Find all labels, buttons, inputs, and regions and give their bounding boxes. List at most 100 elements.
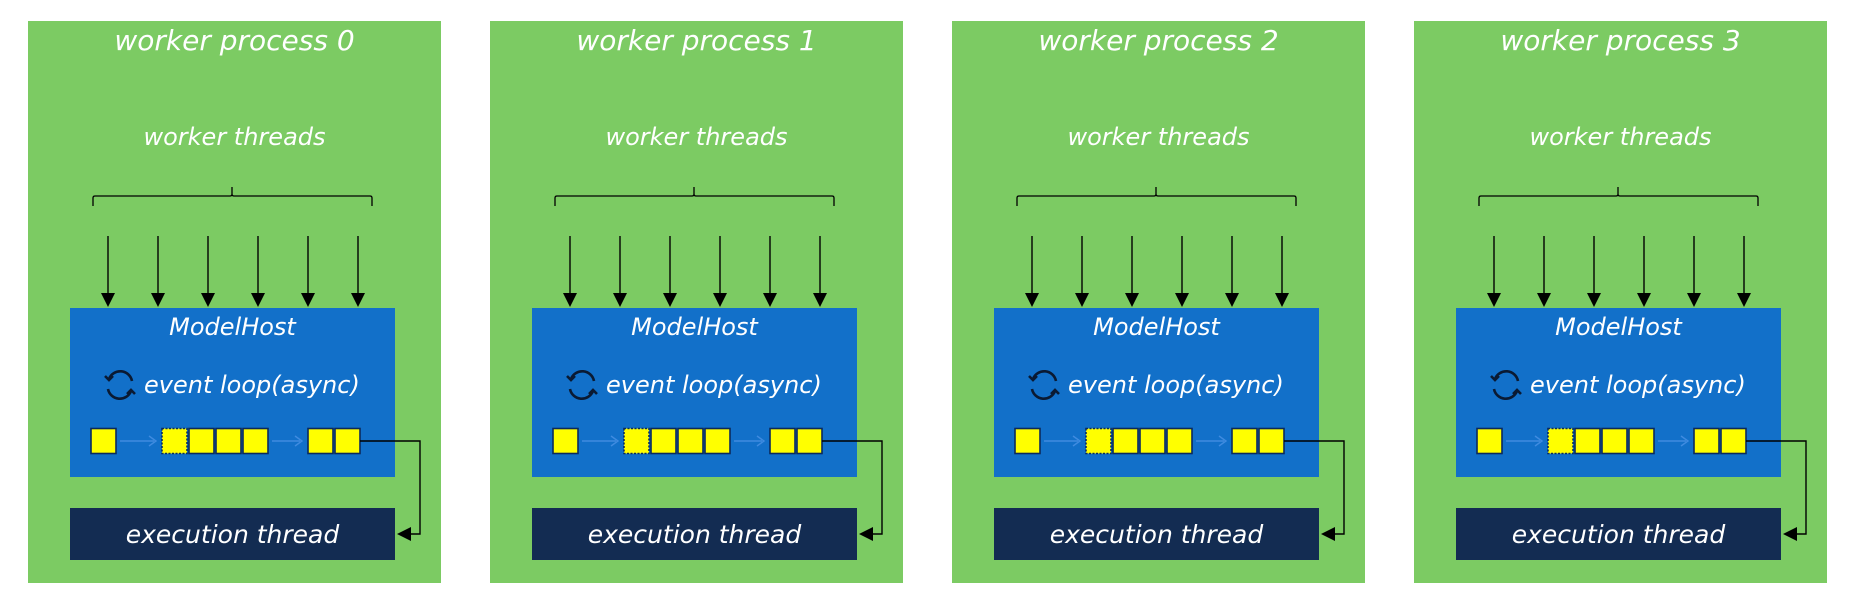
queue-task-box bbox=[1112, 427, 1139, 455]
task-queue bbox=[552, 427, 823, 455]
worker-thread-arrow bbox=[813, 236, 827, 307]
queue-task-box bbox=[161, 427, 188, 455]
worker-thread-arrows bbox=[1487, 236, 1751, 307]
queue-task-box bbox=[1693, 427, 1720, 455]
queue-task-box bbox=[1547, 427, 1574, 455]
worker-thread-arrow bbox=[1125, 236, 1139, 307]
worker-thread-arrow bbox=[1737, 236, 1751, 307]
queue-task-box bbox=[1258, 427, 1285, 455]
queue-task-box bbox=[1476, 427, 1503, 455]
worker-threads-brace bbox=[92, 187, 373, 206]
queue-task-box bbox=[1085, 427, 1112, 455]
worker-threads-brace bbox=[1478, 187, 1759, 206]
worker-thread-arrow bbox=[351, 236, 365, 307]
queue-flow-arrow bbox=[734, 435, 766, 447]
queue-task-box bbox=[704, 427, 731, 455]
worker-threads-label: worker threads bbox=[143, 123, 326, 151]
worker-threads-label: worker threads bbox=[1529, 123, 1712, 151]
worker-thread-arrows bbox=[101, 236, 365, 307]
worker-process-panel: worker process 2 worker threads ModelHos… bbox=[952, 21, 1365, 583]
worker-thread-arrow bbox=[301, 236, 315, 307]
queue-task-box bbox=[215, 427, 242, 455]
event-loop-label: event loop(async) bbox=[1530, 371, 1746, 399]
queue-task-box bbox=[1720, 427, 1747, 455]
worker-thread-arrow bbox=[1687, 236, 1701, 307]
queue-task-box bbox=[242, 427, 269, 455]
worker-thread-arrow bbox=[763, 236, 777, 307]
queue-flow-arrow bbox=[1658, 435, 1690, 447]
worker-thread-arrow bbox=[251, 236, 265, 307]
worker-thread-arrow bbox=[713, 236, 727, 307]
worker-thread-arrow bbox=[613, 236, 627, 307]
queue-flow-arrow bbox=[582, 435, 620, 447]
refresh-icon bbox=[1488, 367, 1524, 403]
worker-thread-arrow bbox=[1587, 236, 1601, 307]
queue-task-box bbox=[1574, 427, 1601, 455]
queue-task-box bbox=[1166, 427, 1193, 455]
event-loop-row: event loop(async) bbox=[102, 368, 360, 402]
worker-thread-arrow bbox=[663, 236, 677, 307]
worker-process-title: worker process 3 bbox=[1500, 24, 1741, 57]
worker-thread-arrow bbox=[201, 236, 215, 307]
modelhost-title: ModelHost bbox=[1093, 313, 1220, 341]
task-queue bbox=[1476, 427, 1747, 455]
worker-thread-arrow bbox=[151, 236, 165, 307]
modelhost-box: ModelHost event loop(async) bbox=[994, 308, 1319, 477]
execution-thread-label: execution thread bbox=[1511, 519, 1726, 549]
worker-thread-arrow bbox=[1075, 236, 1089, 307]
event-loop-label: event loop(async) bbox=[606, 371, 822, 399]
queue-task-box bbox=[552, 427, 579, 455]
event-loop-row: event loop(async) bbox=[564, 368, 822, 402]
queue-task-box bbox=[90, 427, 117, 455]
modelhost-box: ModelHost event loop(async) bbox=[532, 308, 857, 477]
task-queue bbox=[90, 427, 361, 455]
worker-process-title: worker process 2 bbox=[1038, 24, 1279, 57]
worker-thread-arrow bbox=[563, 236, 577, 307]
queue-task-box bbox=[1139, 427, 1166, 455]
queue-task-box bbox=[650, 427, 677, 455]
modelhost-title: ModelHost bbox=[1555, 313, 1682, 341]
worker-thread-arrow bbox=[1537, 236, 1551, 307]
execution-thread-box: execution thread bbox=[70, 508, 395, 560]
queue-flow-arrow bbox=[272, 435, 304, 447]
modelhost-box: ModelHost event loop(async) bbox=[1456, 308, 1781, 477]
refresh-icon bbox=[1026, 367, 1062, 403]
worker-process-panel: worker process 0 worker threads ModelHos… bbox=[28, 21, 441, 583]
refresh-icon bbox=[102, 367, 138, 403]
modelhost-title: ModelHost bbox=[169, 313, 296, 341]
queue-flow-arrow bbox=[120, 435, 158, 447]
worker-threads-brace bbox=[1016, 187, 1297, 206]
worker-thread-arrow bbox=[1225, 236, 1239, 307]
worker-thread-arrow bbox=[101, 236, 115, 307]
queue-task-box bbox=[188, 427, 215, 455]
queue-task-box bbox=[307, 427, 334, 455]
queue-task-box bbox=[1601, 427, 1628, 455]
queue-task-box bbox=[796, 427, 823, 455]
queue-flow-arrow bbox=[1506, 435, 1544, 447]
event-loop-row: event loop(async) bbox=[1488, 368, 1746, 402]
worker-thread-arrow bbox=[1175, 236, 1189, 307]
worker-process-panel: worker process 3 worker threads ModelHos… bbox=[1414, 21, 1827, 583]
worker-thread-arrow bbox=[1275, 236, 1289, 307]
worker-threads-brace bbox=[554, 187, 835, 206]
event-loop-row: event loop(async) bbox=[1026, 368, 1284, 402]
queue-flow-arrow bbox=[1196, 435, 1228, 447]
task-queue bbox=[1014, 427, 1285, 455]
execution-thread-box: execution thread bbox=[1456, 508, 1781, 560]
worker-process-panel: worker process 1 worker threads ModelHos… bbox=[490, 21, 903, 583]
worker-thread-arrows bbox=[563, 236, 827, 307]
execution-thread-label: execution thread bbox=[587, 519, 802, 549]
queue-flow-arrow bbox=[1044, 435, 1082, 447]
worker-threads-label: worker threads bbox=[1067, 123, 1250, 151]
queue-task-box bbox=[769, 427, 796, 455]
execution-thread-box: execution thread bbox=[994, 508, 1319, 560]
execution-thread-label: execution thread bbox=[1049, 519, 1264, 549]
event-loop-label: event loop(async) bbox=[1068, 371, 1284, 399]
execution-thread-box: execution thread bbox=[532, 508, 857, 560]
worker-threads-label: worker threads bbox=[605, 123, 788, 151]
modelhost-title: ModelHost bbox=[631, 313, 758, 341]
worker-process-title: worker process 0 bbox=[114, 24, 355, 57]
worker-thread-arrow bbox=[1025, 236, 1039, 307]
queue-task-box bbox=[1628, 427, 1655, 455]
queue-task-box bbox=[1231, 427, 1258, 455]
